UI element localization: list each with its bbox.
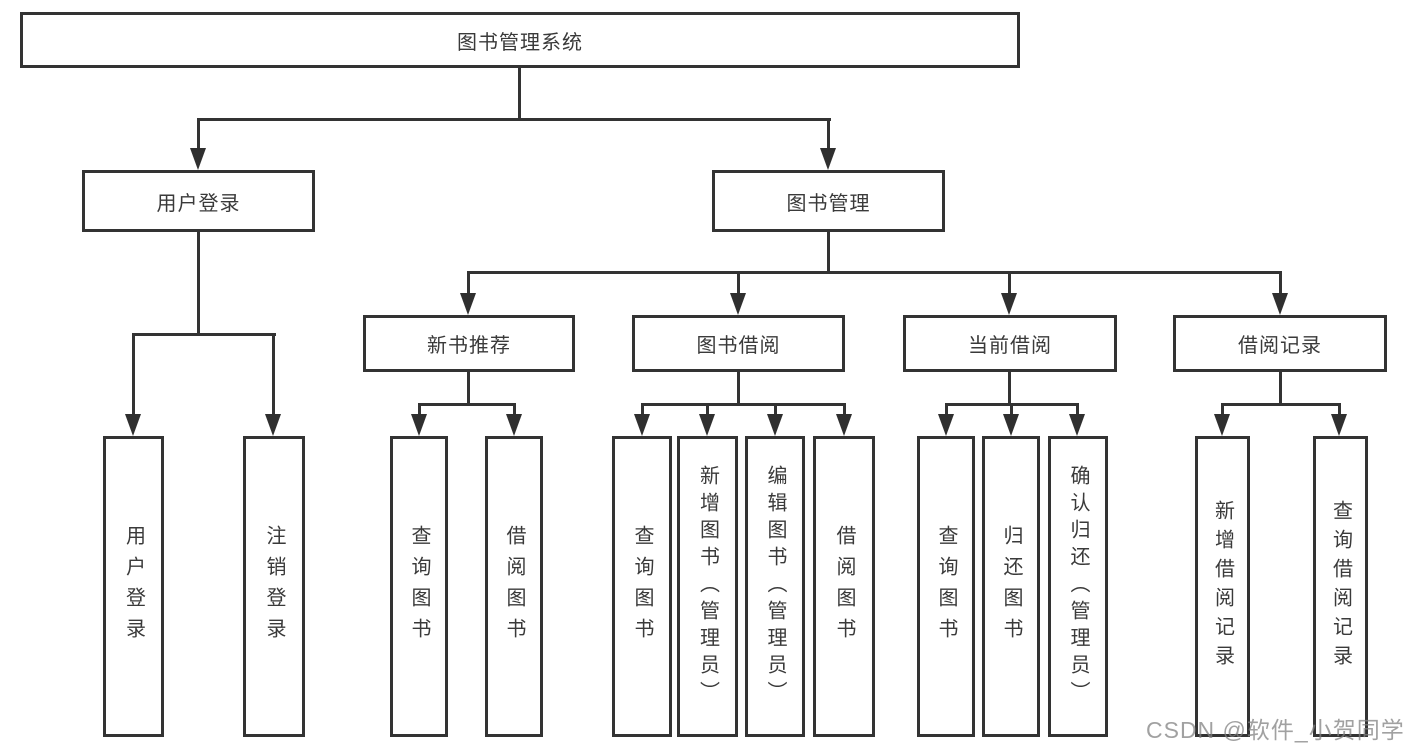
connector-to-user-login — [197, 118, 200, 150]
leaf-label: 注销登录 — [263, 524, 285, 649]
leaf-return-books: 归还图书 — [982, 436, 1040, 737]
arrowhead-book-mgmt — [820, 148, 836, 170]
leaf-edit-books-admin: 编辑图书（管理员） — [745, 436, 805, 737]
arrowhead-leaf — [1331, 414, 1347, 436]
connector-borrow-records-stem — [1279, 372, 1282, 405]
leaf-borrow-books-recommend: 借阅图书 — [485, 436, 543, 737]
leaf-confirm-return-admin: 确认归还（管理员） — [1048, 436, 1108, 737]
arrowhead-leaf-login — [125, 414, 141, 436]
connector-to-book-mgmt — [827, 118, 830, 150]
node-label: 图书借阅 — [696, 335, 781, 357]
leaf-label: 查询借阅记录 — [1329, 499, 1352, 674]
connector-leaf-line — [641, 403, 644, 416]
leaf-query-books-borrowing: 查询图书 — [612, 436, 672, 737]
connector-leaf-line — [945, 403, 948, 416]
node-library-management-system: 图书管理系统 — [20, 12, 1020, 68]
connector-borrow-records-bus — [1221, 403, 1341, 406]
leaf-label: 查询图书 — [408, 524, 430, 649]
arrowhead-leaf — [634, 414, 650, 436]
arrowhead-leaf — [1003, 414, 1019, 436]
leaf-logout: 注销登录 — [243, 436, 305, 737]
node-label: 图书管理系统 — [457, 31, 583, 54]
leaf-label: 新增图书（管理员） — [696, 465, 719, 708]
arrowhead-book-borrow — [730, 293, 746, 315]
connector-to-borrow-records — [1279, 271, 1282, 295]
arrowhead-leaf — [938, 414, 954, 436]
arrowhead-leaf — [506, 414, 522, 436]
leaf-label: 借阅图书 — [833, 524, 855, 649]
connector-current-borrow-stem — [1008, 372, 1011, 405]
leaf-label: 确认归还（管理员） — [1067, 465, 1089, 708]
arrowhead-new-book — [460, 293, 476, 315]
leaf-label: 编辑图书（管理员） — [764, 465, 786, 708]
connector-leaf-line — [1338, 403, 1341, 416]
connector-to-leaf-logout — [272, 333, 275, 416]
connector-to-leaf-login — [132, 333, 135, 416]
connector-leaf-line — [1076, 403, 1079, 416]
arrowhead-leaf — [411, 414, 427, 436]
node-book-management: 图书管理 — [712, 170, 945, 232]
arrowhead-leaf — [1214, 414, 1230, 436]
node-new-book-recommend: 新书推荐 — [363, 315, 575, 372]
connector-to-new-book — [467, 271, 470, 295]
connector-book-borrow-stem — [737, 372, 740, 405]
arrowhead-leaf — [836, 414, 852, 436]
connector-root-bus — [197, 118, 831, 121]
connector-new-book-bus — [418, 403, 516, 406]
leaf-label: 新增借阅记录 — [1211, 499, 1234, 674]
leaf-query-books-current: 查询图书 — [917, 436, 975, 737]
arrowhead-leaf — [767, 414, 783, 436]
connector-new-book-stem — [467, 372, 470, 405]
connector-leaf-line — [513, 403, 516, 416]
arrowhead-leaf-logout — [265, 414, 281, 436]
arrowhead-user-login — [190, 148, 206, 170]
node-label: 新书推荐 — [427, 335, 511, 357]
leaf-label: 借阅图书 — [503, 524, 525, 649]
connector-leaf-line — [418, 403, 421, 416]
leaf-label: 归还图书 — [1000, 524, 1022, 649]
connector-to-book-borrow — [737, 271, 740, 295]
leaf-label: 查询图书 — [935, 524, 957, 649]
node-current-borrowing: 当前借阅 — [903, 315, 1117, 372]
connector-book-mgmt-bus — [467, 271, 1282, 274]
connector-to-current-borrow — [1008, 271, 1011, 295]
connector-user-login-bus — [132, 333, 276, 336]
connector-leaf-line — [706, 403, 709, 416]
connector-user-login-stem — [197, 232, 200, 335]
leaf-label: 用户登录 — [122, 524, 145, 649]
connector-leaf-line — [774, 403, 777, 416]
connector-leaf-line — [1221, 403, 1224, 416]
node-label: 图书管理 — [786, 192, 871, 215]
connector-book-mgmt-stem — [827, 232, 830, 274]
leaf-query-borrow-record: 查询借阅记录 — [1313, 436, 1368, 737]
node-borrowing-records: 借阅记录 — [1173, 315, 1387, 372]
leaf-query-books-recommend: 查询图书 — [390, 436, 448, 737]
leaf-add-borrow-record: 新增借阅记录 — [1195, 436, 1250, 737]
leaf-user-login: 用户登录 — [103, 436, 164, 737]
arrowhead-current-borrow — [1001, 293, 1017, 315]
node-label: 当前借阅 — [968, 335, 1052, 357]
csdn-watermark: CSDN @软件_小贺同学 — [1146, 717, 1405, 743]
node-label: 用户登录 — [156, 192, 241, 215]
leaf-borrow-books-borrowing: 借阅图书 — [813, 436, 875, 737]
node-label: 借阅记录 — [1238, 335, 1322, 357]
arrowhead-borrow-records — [1272, 293, 1288, 315]
leaf-label: 查询图书 — [631, 524, 653, 649]
arrowhead-leaf — [1069, 414, 1085, 436]
node-book-borrowing: 图书借阅 — [632, 315, 845, 372]
arrowhead-leaf — [699, 414, 715, 436]
connector-book-borrow-bus — [641, 403, 845, 406]
connector-leaf-line — [843, 403, 846, 416]
connector-leaf-line — [1010, 403, 1013, 416]
node-user-login: 用户登录 — [82, 170, 315, 232]
leaf-add-books-admin: 新增图书（管理员） — [677, 436, 738, 737]
connector-root-stem — [518, 68, 521, 120]
